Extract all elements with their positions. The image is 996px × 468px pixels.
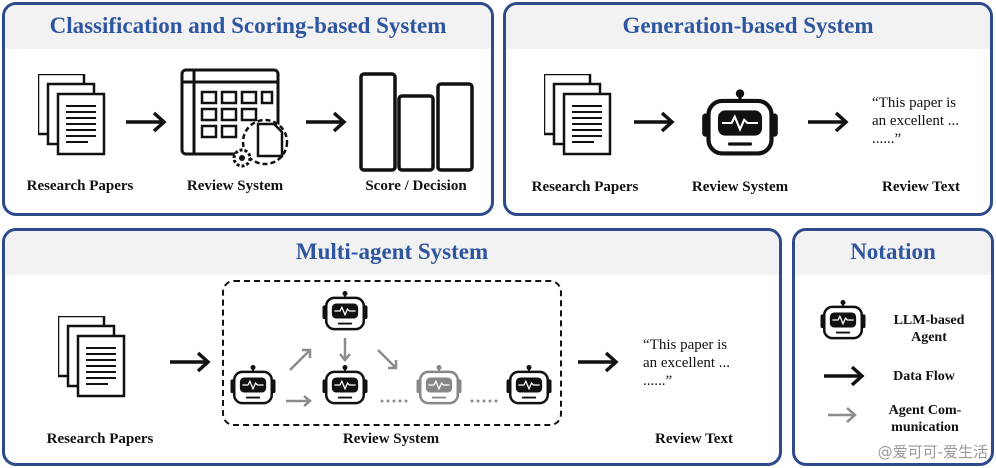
research-papers-label: Research Papers (46, 431, 154, 447)
panel-header (5, 231, 779, 275)
research-papers-label: Research Papers (531, 179, 639, 195)
review-text-label: Review Text (655, 431, 733, 447)
panel-title: Classification and Scoring-based System (49, 13, 447, 38)
panel-header (5, 5, 491, 49)
review-system-label: Review System (691, 179, 789, 195)
notation-agent-comm-label: Agent Com- munication (888, 403, 962, 435)
notation-agent-label: LLM-based Agent (893, 313, 965, 345)
review-text-label: Review Text (882, 179, 960, 195)
review-system-label: Review System (186, 178, 284, 194)
black-arrow-icon (824, 365, 865, 387)
panel-title: Generation-based System (622, 13, 874, 38)
document-stack-icon (544, 74, 612, 156)
robot-icon (819, 298, 867, 340)
panel-title: Notation (850, 239, 936, 264)
score-decision-label: Score / Decision (365, 178, 467, 194)
document-stack-icon (38, 74, 106, 156)
watermark: @爱可可-爱生活 (877, 443, 988, 461)
agent-communication-arrows (286, 338, 498, 407)
gray-arrow-icon (828, 407, 857, 423)
panel-header (795, 231, 991, 275)
arrow-right-icon (306, 111, 347, 133)
multi-agent-panel: Multi-agent System (2, 228, 782, 466)
score-bars-icon (359, 72, 474, 172)
review-text-quote: “This paper is an excellent ... ......” (643, 337, 731, 389)
panel-title: Multi-agent System (295, 239, 489, 264)
arrow-right-icon (578, 351, 619, 373)
notation-data-flow-label: Data Flow (893, 369, 955, 384)
review-text-quote: “This paper is an excellent ... ......” (872, 95, 960, 147)
arrow-right-icon (170, 351, 211, 373)
arrow-right-icon (126, 111, 167, 133)
robot-icon (698, 84, 782, 162)
notation-panel: Notation (792, 228, 994, 466)
research-papers-label: Research Papers (26, 178, 134, 194)
panel-header (506, 5, 990, 49)
arrow-right-icon (808, 111, 849, 133)
document-stack-icon (58, 316, 126, 398)
review-system-icon (180, 68, 289, 168)
review-system-label: Review System (342, 431, 440, 447)
review-system-box (222, 280, 562, 426)
arrow-right-icon (634, 111, 675, 133)
generation-panel: Generation-based System (503, 2, 993, 216)
